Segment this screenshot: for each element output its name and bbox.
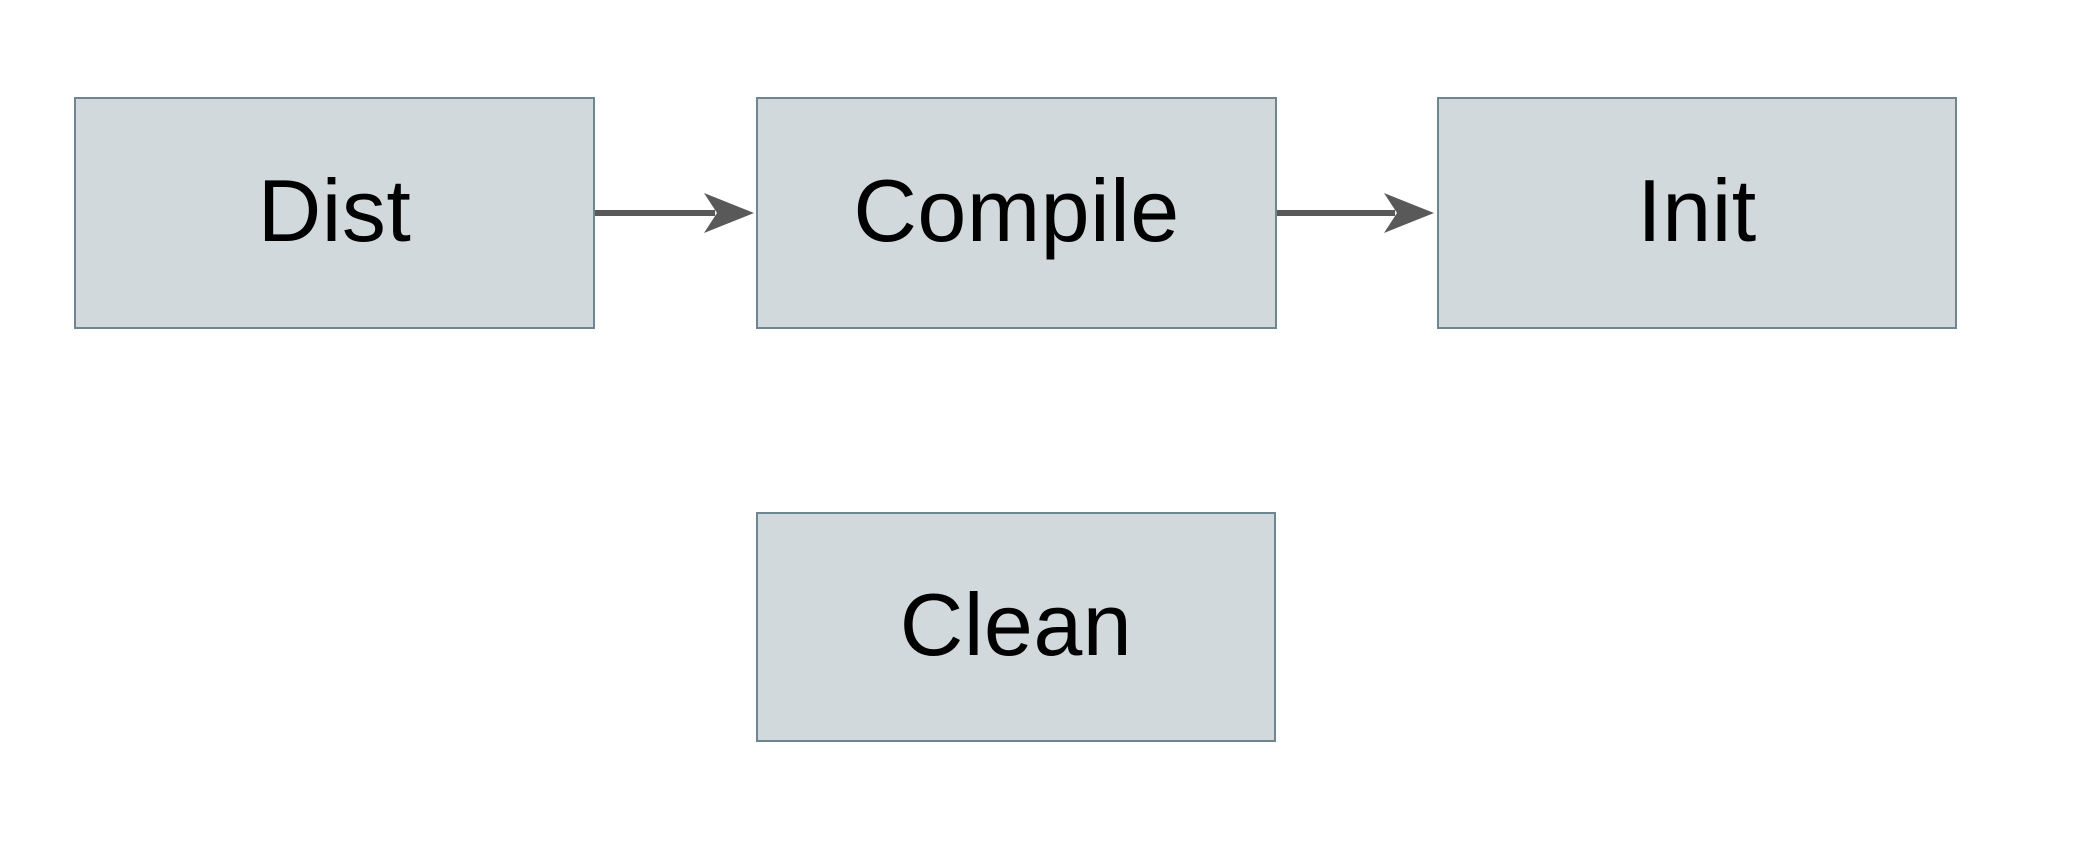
node-dist-label: Dist: [257, 161, 412, 260]
node-clean-label: Clean: [899, 575, 1133, 674]
node-compile[interactable]: Compile: [756, 97, 1277, 329]
node-dist[interactable]: Dist: [74, 97, 595, 329]
node-clean[interactable]: Clean: [756, 512, 1276, 742]
node-init[interactable]: Init: [1437, 97, 1957, 329]
node-compile-label: Compile: [853, 161, 1180, 260]
arrow-compile-to-init-icon: [1277, 193, 1434, 233]
node-init-label: Init: [1637, 161, 1757, 260]
arrow-dist-to-compile-icon: [595, 193, 754, 233]
